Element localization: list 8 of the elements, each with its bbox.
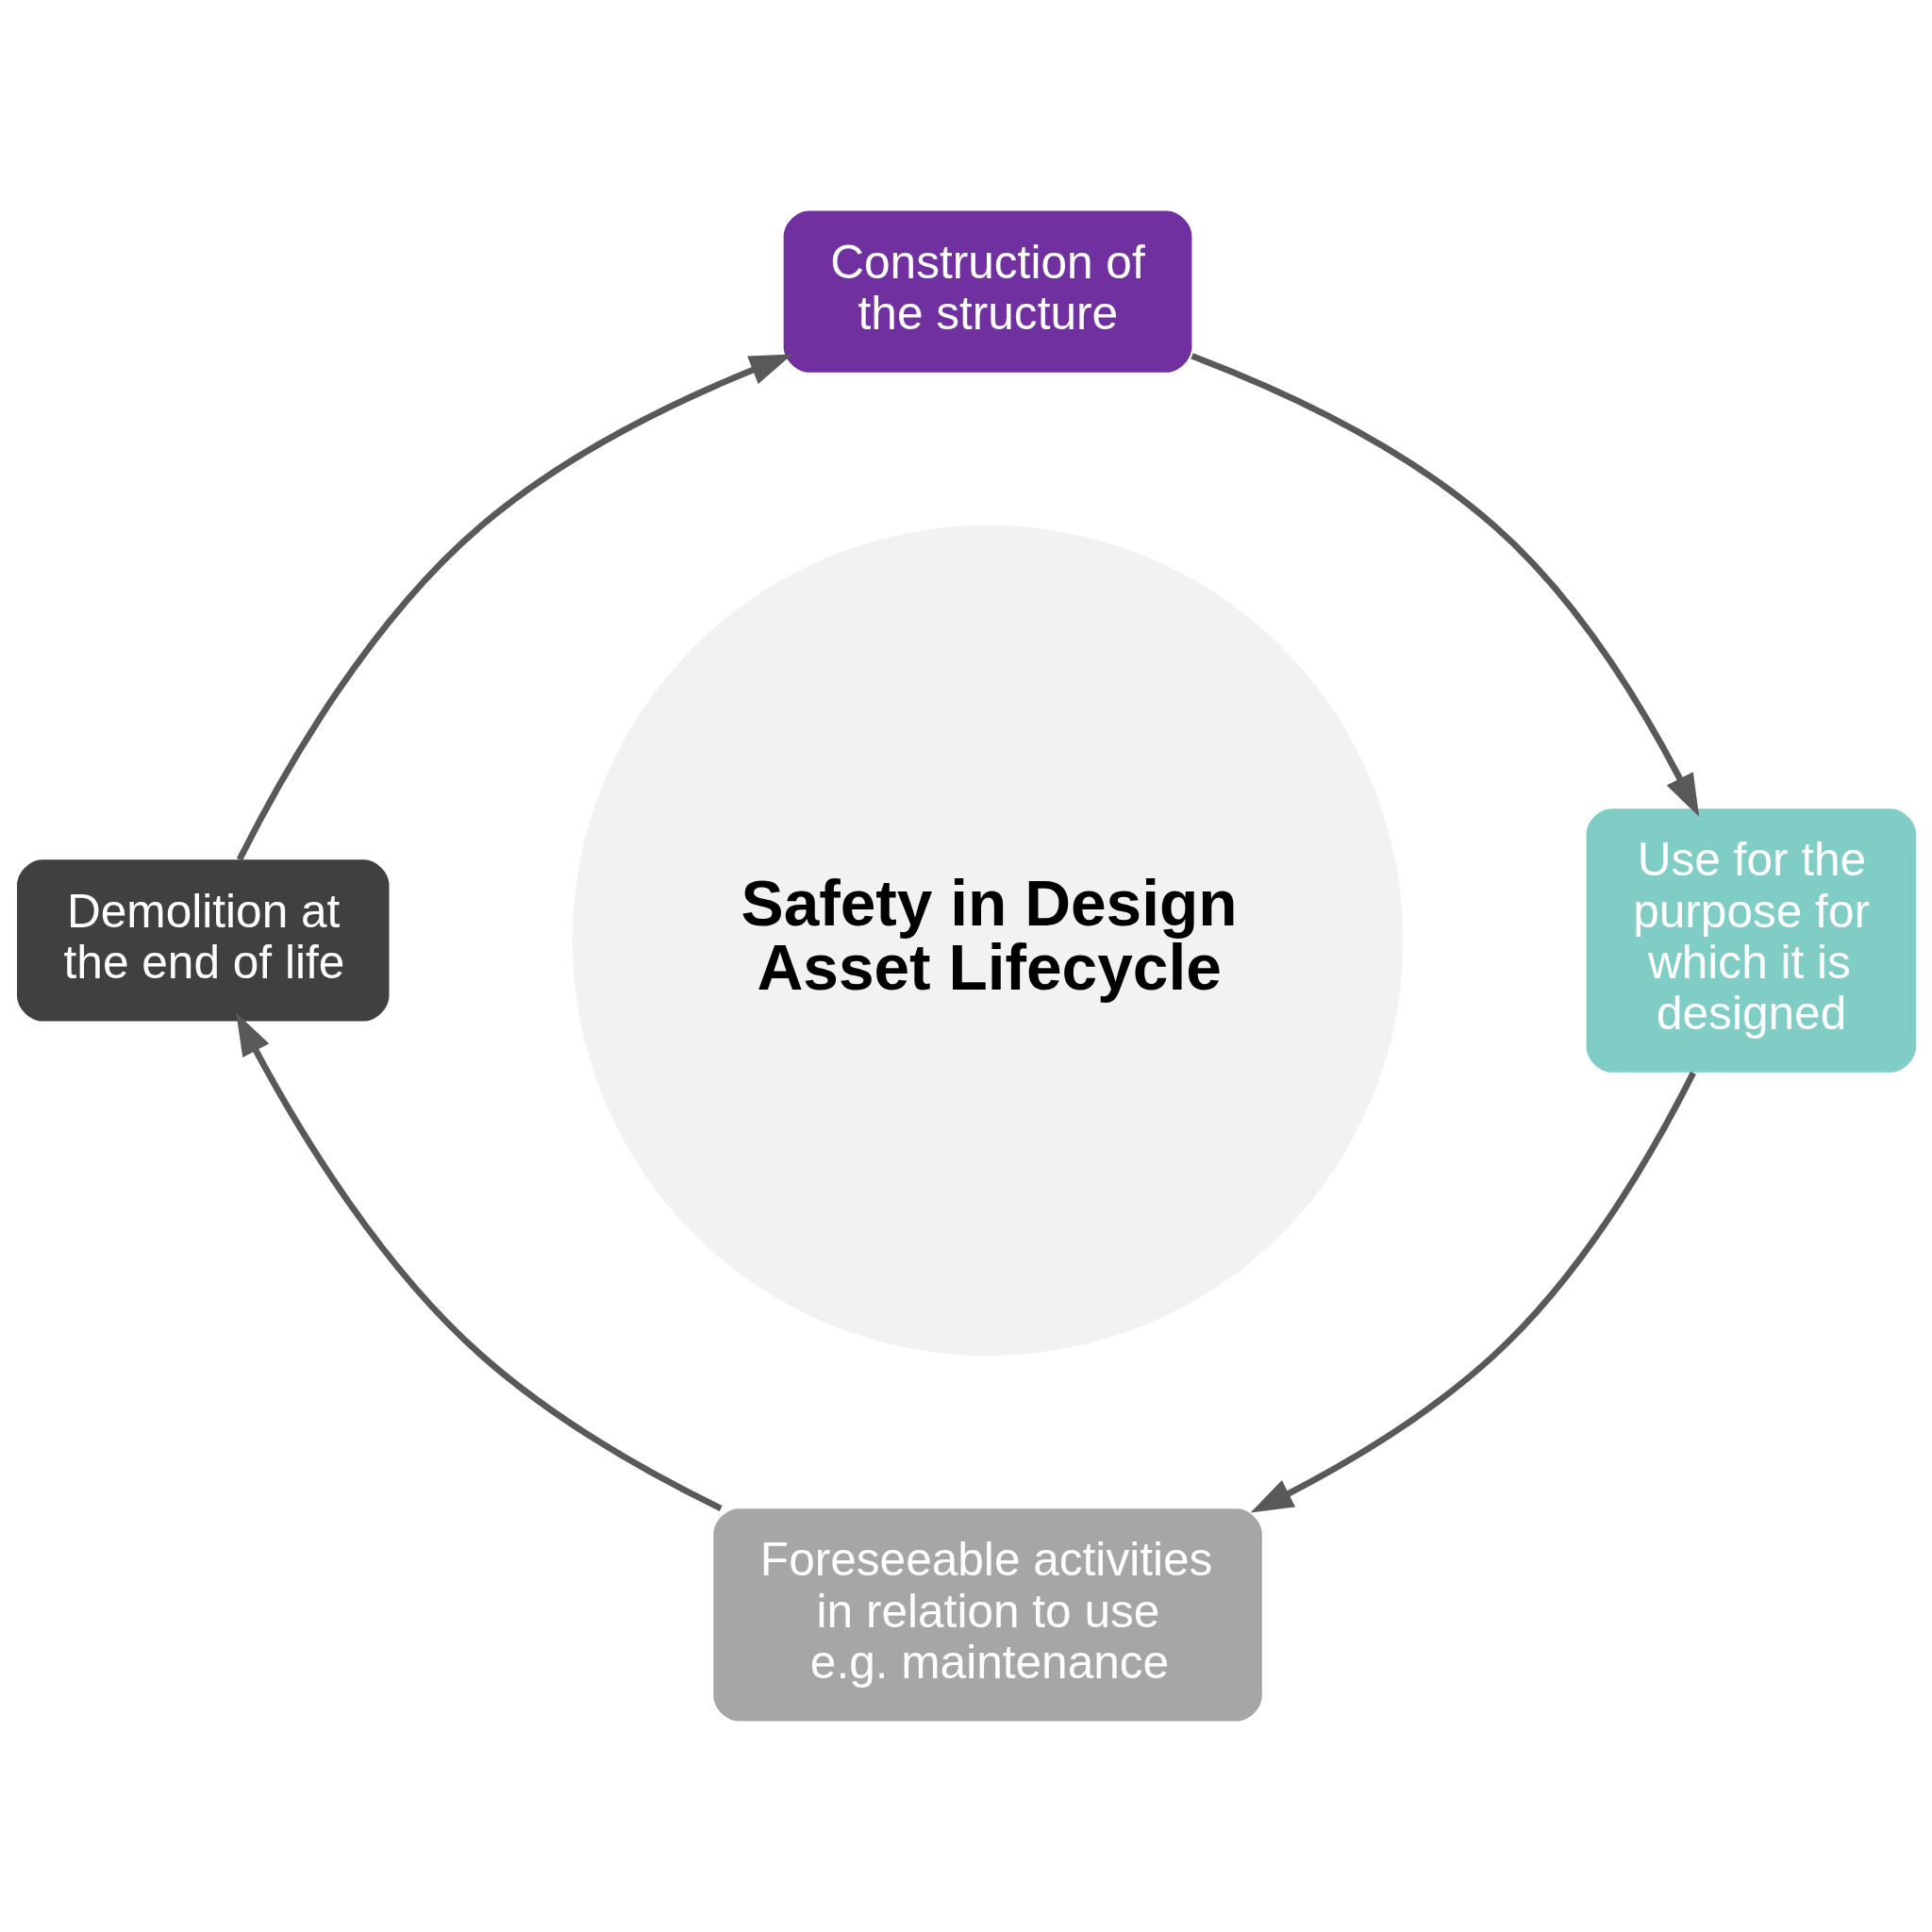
node-box: Use for the purpose for which it is designed [1586, 808, 1916, 1073]
node-box: Construction of the structure [783, 210, 1191, 373]
arrow [236, 354, 792, 861]
arrow [1190, 353, 1699, 817]
node-box: Foreseeable activities in relation to use e.g. maintenance [712, 1508, 1262, 1722]
arrow [1250, 1071, 1696, 1513]
node-box: Demolition at the end of life [16, 859, 389, 1022]
arrow [235, 1012, 723, 1512]
